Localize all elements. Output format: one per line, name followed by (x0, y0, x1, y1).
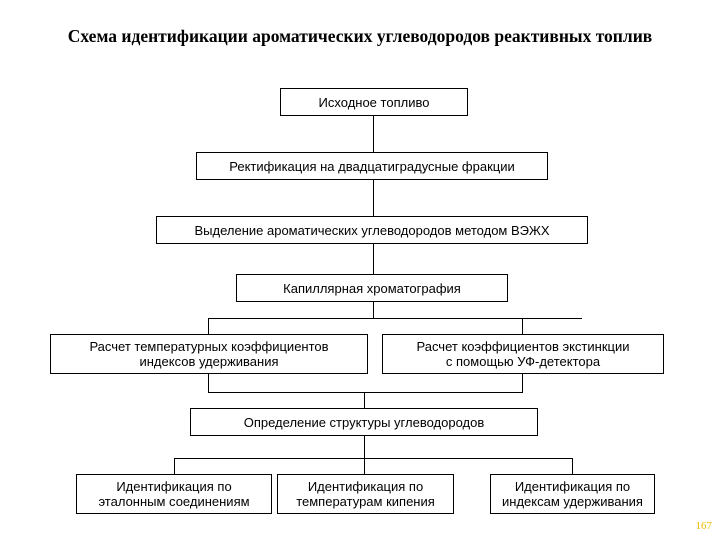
connector-temperature-down (208, 374, 209, 392)
connector-to-extinction-coefficients (522, 318, 523, 334)
connector-to-identification-retention (572, 458, 573, 474)
connector-to-identification-standards (174, 458, 175, 474)
connector-source-to-rectification (373, 116, 374, 152)
connector-bottom-horizontal (174, 458, 573, 459)
connector-to-temperature-coefficients (208, 318, 209, 334)
connector-hplc-to-capillary (373, 244, 374, 274)
node-identification-standards: Идентификация по эталонным соединениям (76, 474, 272, 514)
connector-split-horizontal (208, 318, 582, 319)
node-source-fuel: Исходное топливо (280, 88, 468, 116)
node-rectification: Ректификация на двадцатиградусные фракци… (196, 152, 548, 180)
page-title: Схема идентификации ароматических углево… (67, 26, 653, 46)
connector-merge-horizontal (208, 392, 523, 393)
node-structure-determination: Определение структуры углеводородов (190, 408, 538, 436)
connector-rectification-to-hplc (373, 180, 374, 216)
node-capillary-chromatography: Капиллярная хроматография (236, 274, 508, 302)
connector-structure-down (364, 436, 365, 458)
connector-extinction-down (522, 374, 523, 392)
page-number: 167 (695, 520, 713, 532)
node-extinction-coefficients: Расчет коэффициентов экстинкции с помощь… (382, 334, 664, 374)
node-temperature-coefficients: Расчет температурных коэффициентов индек… (50, 334, 368, 374)
node-identification-boiling: Идентификация по температурам кипения (277, 474, 454, 514)
node-hplc-extraction: Выделение ароматических углеводородов ме… (156, 216, 588, 244)
connector-merge-to-structure (364, 392, 365, 408)
connector-to-identification-boiling (364, 458, 365, 474)
node-identification-retention: Идентификация по индексам удерживания (490, 474, 655, 514)
connector-capillary-down (373, 302, 374, 318)
